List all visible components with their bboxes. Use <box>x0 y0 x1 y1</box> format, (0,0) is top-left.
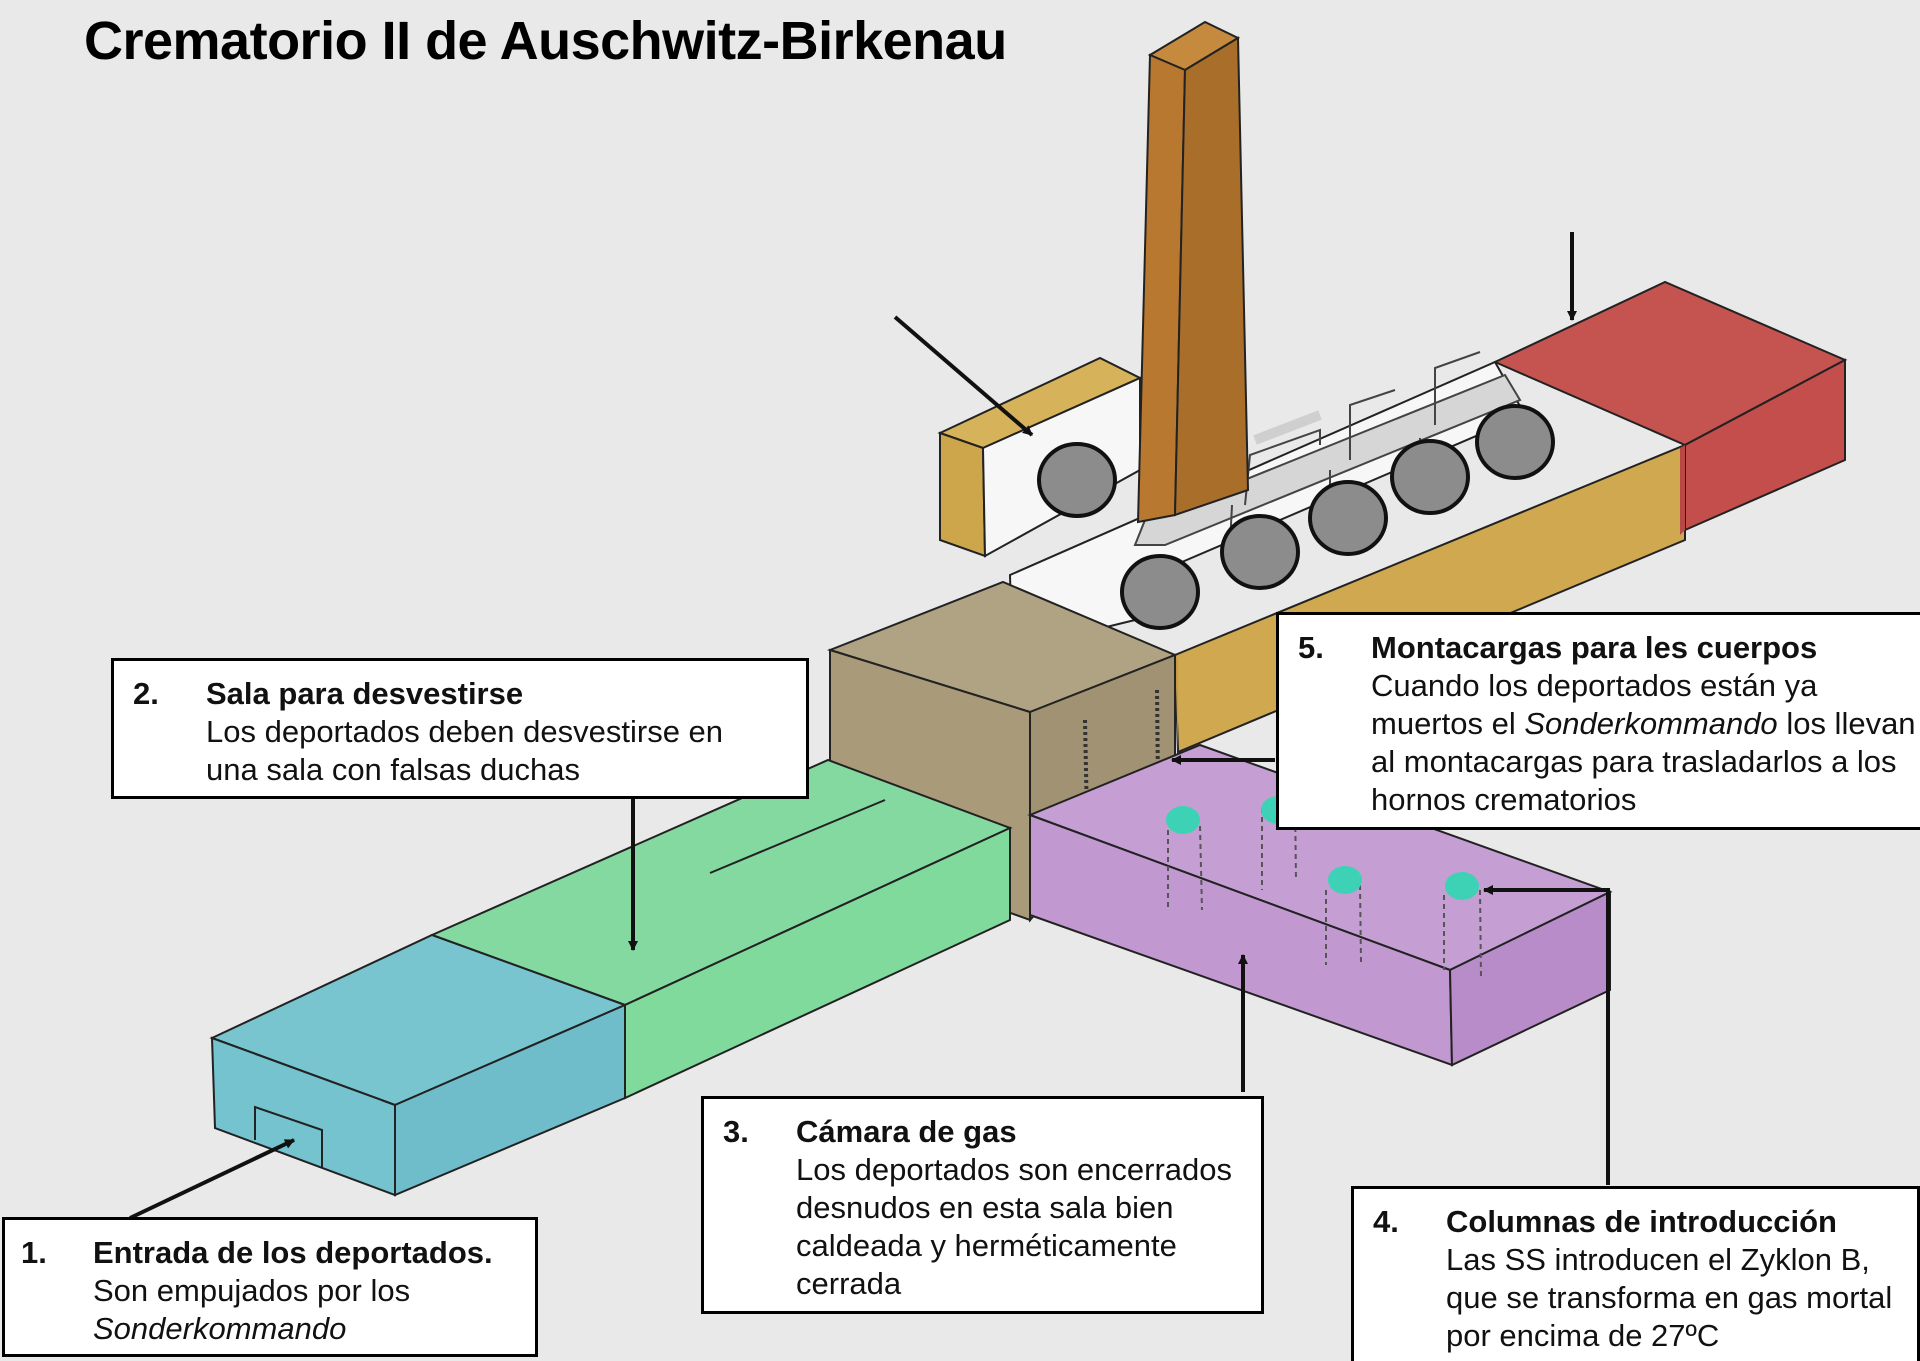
callout-zyklon-columns: 4. Columnas de introducción Las SS intro… <box>1351 1186 1920 1361</box>
red-block <box>1492 280 1848 535</box>
callout-number: 2. <box>133 676 159 711</box>
callout-heading: Cámara de gas <box>796 1114 1017 1149</box>
callout-entrance: 1. Entrada de los deportados. Son empuja… <box>2 1217 538 1357</box>
callout-gas-chamber: 3. Cámara de gas Los deportados son ence… <box>701 1096 1264 1314</box>
callout-heading: Montacargas para les cuerpos <box>1371 630 1818 665</box>
callout-body-lift: 5. Montacargas para les cuerpos Cuando l… <box>1276 612 1920 830</box>
small-yellow-building <box>937 356 1143 558</box>
callout-body: Cuando los deportados están ya muertos e… <box>1371 668 1916 817</box>
callout-heading: Columnas de introducción <box>1446 1204 1837 1239</box>
entrance-block <box>209 933 628 1197</box>
callout-number: 4. <box>1373 1204 1399 1239</box>
callout-arrows <box>129 232 1610 1220</box>
callout-body: Los deportados deben desvestirse en una … <box>206 714 724 787</box>
chimney <box>1136 20 1250 524</box>
callout-body: Los deportados son encerrados desnudos e… <box>796 1152 1233 1301</box>
callout-undressing-room: 2. Sala para desvestirse Los deportados … <box>111 658 809 799</box>
callout-heading: Sala para desvestirse <box>206 676 524 711</box>
callout-number: 5. <box>1298 630 1324 665</box>
callout-number: 1. <box>21 1235 47 1270</box>
diagram-title: Crematorio II de Auschwitz-Birkenau <box>84 11 1007 71</box>
callout-heading: Entrada de los deportados. <box>93 1235 493 1270</box>
callout-body: Las SS introducen el Zyklon B, que se tr… <box>1446 1242 1893 1353</box>
ovens <box>1037 404 1555 630</box>
gas-chamber <box>1027 743 1613 1067</box>
callout-number: 3. <box>723 1114 749 1149</box>
